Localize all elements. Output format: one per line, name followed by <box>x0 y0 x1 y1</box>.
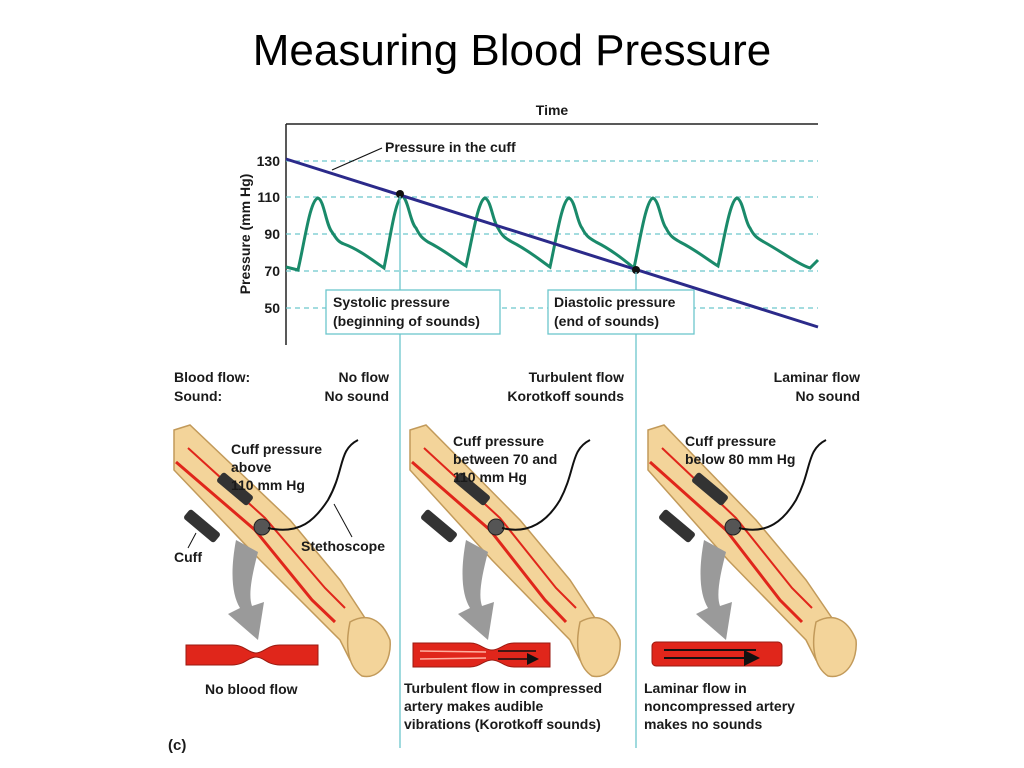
stethoscope-tube <box>501 439 591 531</box>
cuff-pressure-label: Pressure in the cuff <box>385 139 516 155</box>
panel-1-caption: No blood flow <box>205 681 298 697</box>
panel-turbulent-flow: Cuff pressure between 70 and 110 mm Hg T… <box>404 424 621 732</box>
cuff-illustration <box>659 509 695 543</box>
turbulent-stream <box>419 650 487 660</box>
hand-illustration <box>576 617 621 678</box>
stethoscope-chest-piece <box>724 518 742 536</box>
stethoscope-label: Stethoscope <box>301 538 385 554</box>
stethoscope-chest-piece <box>487 518 505 536</box>
x-axis-label: Time <box>536 102 569 118</box>
hand-illustration <box>346 617 391 678</box>
artery-illustration <box>411 460 568 624</box>
magnify-arrow-icon <box>696 540 732 640</box>
cuff-pointer <box>187 532 197 549</box>
panel-no-flow: Cuff pressure above 110 mm Hg Cuff Steth… <box>173 424 391 697</box>
panel-2-cuff-text-3: 110 mm Hg <box>453 469 527 485</box>
systolic-label: Systolic pressure <box>333 294 450 310</box>
cuff-label: Cuff <box>174 549 202 565</box>
y-tick-130: 130 <box>257 153 281 169</box>
turbulent-arrow-icon <box>498 651 536 659</box>
panel-2-sound: Korotkoff sounds <box>507 388 624 404</box>
panel-3-caption-1: Laminar flow in <box>644 680 747 696</box>
panel-1-cuff-text-3: 110 mm Hg <box>231 477 305 493</box>
panel-2-caption-2: artery makes audible <box>404 698 544 714</box>
artery-illustration <box>648 460 804 624</box>
panel-1-cuff-text-2: above <box>231 459 272 475</box>
pressure-graph: Time Pressure (mm Hg) 130 110 90 70 50 P… <box>237 102 820 748</box>
panel-3-flow: Laminar flow <box>774 369 860 385</box>
diastolic-box <box>547 289 695 335</box>
panel-2-cuff-text-2: between 70 and <box>453 451 557 467</box>
cuff-illustration <box>217 472 253 506</box>
stethoscope-tube <box>738 439 827 531</box>
panel-1-cuff-text-1: Cuff pressure <box>231 441 322 457</box>
y-tick-110: 110 <box>257 189 280 205</box>
laminar-arrow-icon <box>664 650 756 658</box>
panel-3-cuff-text-2: below 80 mm Hg <box>685 451 795 467</box>
page-title: Measuring Blood Pressure <box>252 26 772 75</box>
panel-3-sound: No sound <box>795 388 860 404</box>
panel-1-flow: No flow <box>338 369 389 385</box>
cuff-illustration <box>184 509 220 543</box>
y-axis-label: Pressure (mm Hg) <box>237 174 253 295</box>
systolic-sublabel: (beginning of sounds) <box>333 313 480 329</box>
cuff-pressure-pointer <box>331 147 383 171</box>
artery-illustration <box>175 460 337 624</box>
cuff-illustration <box>421 509 457 543</box>
blood-flow-row-label: Blood flow: <box>174 369 250 385</box>
open-artery-laminar <box>651 641 783 667</box>
cuff-illustration <box>454 472 490 506</box>
cuff-pressure-line <box>285 157 819 329</box>
panel-laminar-flow: Cuff pressure below 80 mm Hg Laminar flo… <box>644 424 857 732</box>
hand-illustration <box>812 617 857 678</box>
y-tick-50: 50 <box>264 300 280 316</box>
y-tick-90: 90 <box>264 226 280 242</box>
panel-2-caption-3: vibrations (Korotkoff sounds) <box>404 716 601 732</box>
diastolic-label: Diastolic pressure <box>554 294 676 310</box>
compressed-artery-turbulent <box>412 642 551 668</box>
diastolic-sublabel: (end of sounds) <box>554 313 659 329</box>
panel-2-cuff-text-1: Cuff pressure <box>453 433 544 449</box>
panel-3-caption-3: makes no sounds <box>644 716 762 732</box>
magnify-arrow-icon <box>458 540 494 640</box>
y-tick-70: 70 <box>264 263 280 279</box>
systolic-box <box>325 289 501 335</box>
magnify-arrow-icon <box>228 540 264 640</box>
systolic-point <box>396 190 404 198</box>
sound-row-label: Sound: <box>174 388 222 404</box>
panel-1-sound: No sound <box>324 388 389 404</box>
cuff-illustration <box>692 472 728 506</box>
compressed-artery-closed <box>185 644 319 666</box>
stethoscope-chest-piece <box>253 518 271 536</box>
stethoscope-tube <box>267 439 359 531</box>
panel-3-cuff-text-1: Cuff pressure <box>685 433 776 449</box>
panel-2-caption-1: Turbulent flow in compressed <box>404 680 602 696</box>
flow-sound-rows: Blood flow: Sound: No flow No sound Turb… <box>174 369 860 404</box>
stethoscope-pointer <box>333 503 353 538</box>
panel-3-caption-2: noncompressed artery <box>644 698 795 714</box>
arterial-pulse-wave <box>285 194 820 272</box>
figure-label: (c) <box>168 737 186 754</box>
diastolic-point <box>632 266 640 274</box>
y-ticks: 130 110 90 70 50 <box>257 153 281 316</box>
panel-2-flow: Turbulent flow <box>529 369 624 385</box>
